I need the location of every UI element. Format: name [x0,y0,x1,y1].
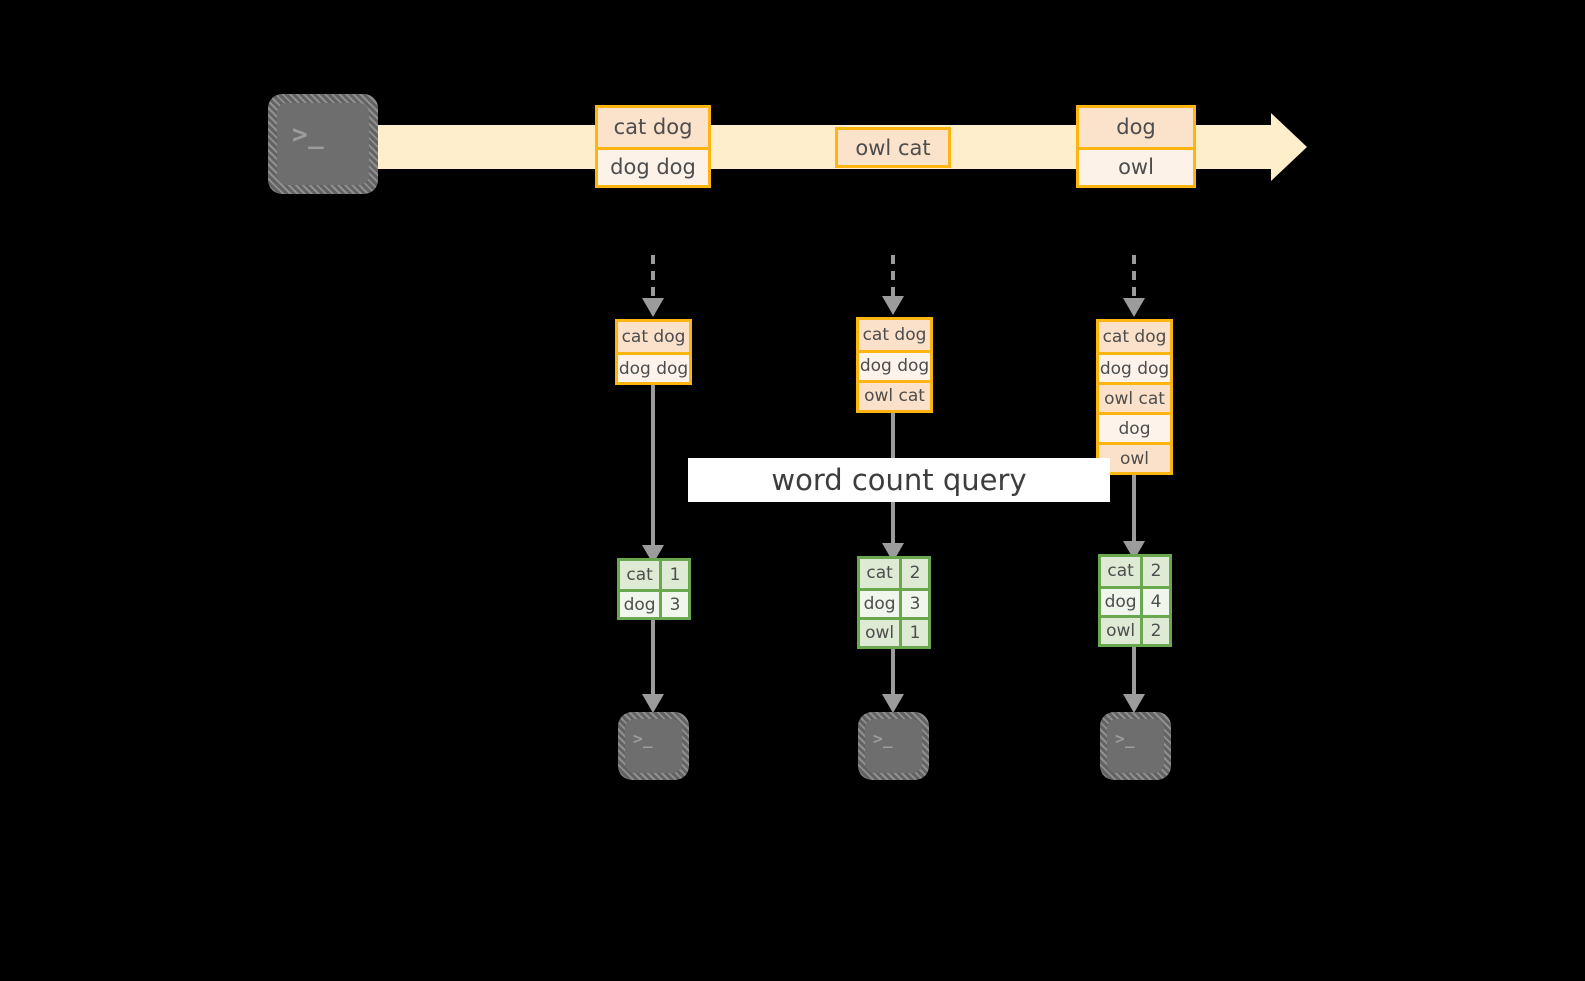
result-count: 1 [662,561,688,589]
result-word: dog [620,592,663,617]
stream-message-line: dog [1079,108,1193,147]
stream-message-line: dog dog [598,146,708,185]
snapshot-1-inflow-arrowhead [642,298,664,317]
stream-message-2[interactable]: owl cat [835,127,951,168]
stream-message-line: cat dog [598,108,708,147]
snapshot-input-row: dog dog [618,352,689,382]
terminal-prompt-glyph: >_ [1115,729,1135,748]
result-row: dog 4 [1101,585,1169,615]
word-count-query-band: word count query [688,458,1110,502]
result-count: 2 [902,559,928,588]
snapshot-3-query-line [1132,475,1136,547]
snapshot-input-row: cat dog [618,322,689,352]
result-word: dog [860,590,903,617]
snapshot-1-query-line [651,385,655,551]
result-count: 2 [1143,557,1169,586]
terminal-body [1107,719,1164,773]
snapshot-1-consumer-terminal[interactable]: >_ [618,712,689,780]
result-word: cat [1101,557,1144,586]
result-word: cat [860,559,903,588]
stream-message-line: owl [1079,146,1193,185]
result-row: cat 2 [860,559,928,588]
stream-message-line: owl cat [838,130,948,165]
terminal-body [625,719,682,773]
result-row: owl 1 [860,616,928,646]
snapshot-1-input-table[interactable]: cat dog dog dog [615,319,692,385]
terminal-prompt-glyph: >_ [633,729,653,748]
result-count: 1 [902,619,928,646]
snapshot-1-outflow-arrowhead [642,694,664,713]
result-count: 3 [662,592,688,617]
terminal-body [865,719,922,773]
stream-message-3[interactable]: dog owl [1076,105,1196,188]
snapshot-3-result-table[interactable]: cat 2 dog 4 owl 2 [1098,554,1172,647]
result-word: owl [1101,617,1144,644]
result-count: 4 [1143,588,1169,615]
snapshot-input-row: owl [1099,442,1170,472]
snapshot-2-outflow-arrowhead [882,694,904,713]
snapshot-3-consumer-terminal[interactable]: >_ [1100,712,1171,780]
snapshot-input-row: owl cat [1099,382,1170,412]
snapshot-1-result-table[interactable]: cat 1 dog 3 [617,558,691,620]
result-row: dog 3 [620,589,688,617]
snapshot-2-consumer-terminal[interactable]: >_ [858,712,929,780]
snapshot-2-input-table[interactable]: cat dog dog dog owl cat [856,317,933,413]
result-row: owl 2 [1101,614,1169,644]
snapshot-2-inflow-line [891,255,895,299]
result-row: cat 1 [620,561,688,589]
snapshot-1-outflow-line [651,620,655,700]
result-row: cat 2 [1101,557,1169,586]
snapshot-input-row: dog [1099,412,1170,442]
snapshot-input-row: dog dog [859,349,930,380]
result-word: dog [1101,588,1144,615]
stream-message-1[interactable]: cat dog dog dog [595,105,711,188]
result-row: dog 3 [860,587,928,617]
terminal-prompt-glyph: >_ [292,120,325,150]
snapshot-2-inflow-arrowhead [882,296,904,315]
result-word: owl [860,619,903,646]
snapshot-1-inflow-line [651,255,655,301]
snapshot-2-result-table[interactable]: cat 2 dog 3 owl 1 [857,556,931,649]
query-label: word count query [771,463,1027,497]
snapshot-2-outflow-line [891,649,895,700]
result-count: 2 [1143,617,1169,644]
snapshot-3-outflow-line [1132,647,1136,700]
snapshot-input-row: cat dog [1099,322,1170,352]
result-count: 3 [902,590,928,617]
snapshot-input-row: cat dog [859,320,930,350]
snapshot-3-input-table[interactable]: cat dog dog dog owl cat dog owl [1096,319,1173,475]
snapshot-input-row: dog dog [1099,352,1170,382]
producer-terminal[interactable]: >_ [268,94,378,194]
snapshot-3-inflow-arrowhead [1123,298,1145,317]
snapshot-input-row: owl cat [859,379,930,410]
terminal-prompt-glyph: >_ [873,729,893,748]
stream-arrow-head [1271,113,1307,181]
terminal-body [277,103,369,185]
snapshot-3-inflow-line [1132,255,1136,301]
result-word: cat [620,561,663,589]
snapshot-3-outflow-arrowhead [1123,694,1145,713]
